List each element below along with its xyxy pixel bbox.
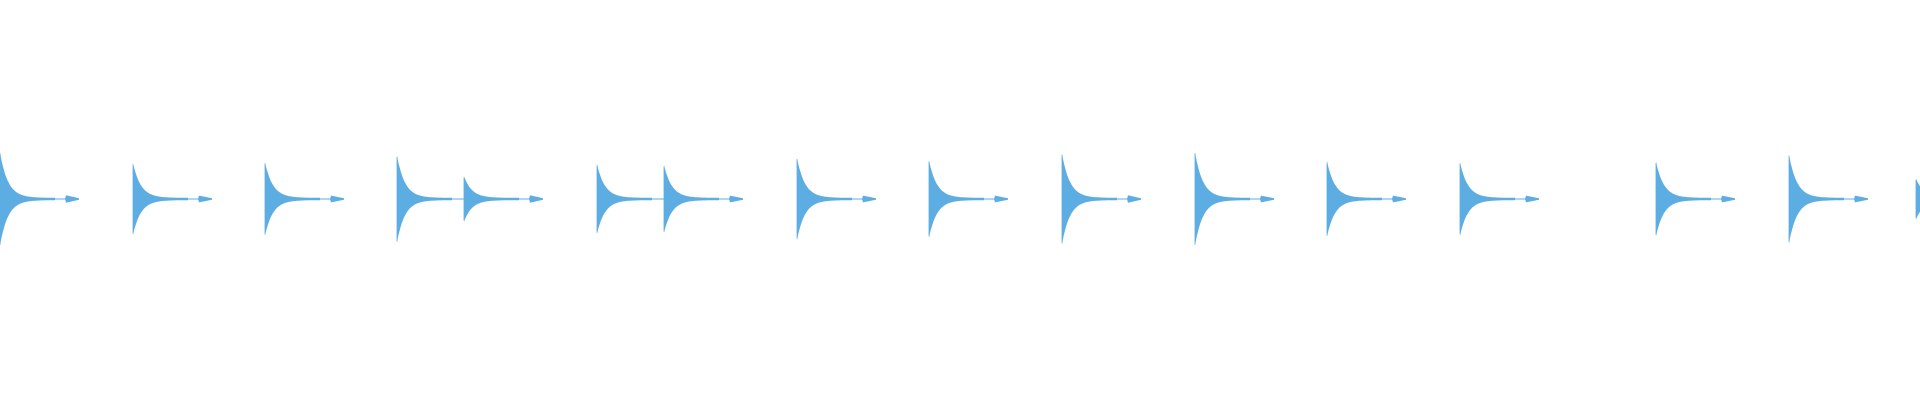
waveform-echo (862, 195, 876, 203)
waveform-echo (1392, 195, 1406, 203)
waveform-event (1326, 161, 1406, 237)
waveform-echo (529, 195, 543, 203)
waveform-transient (1916, 178, 1920, 220)
waveform-event (1655, 161, 1735, 237)
waveform-transient (929, 160, 984, 238)
waveform-transient (0, 152, 55, 246)
waveform-event (1915, 178, 1920, 220)
waveform-transient (1195, 152, 1250, 246)
waveform-transient (664, 165, 719, 233)
waveform-transient (597, 164, 652, 234)
waveform-transient (1062, 153, 1117, 245)
waveform-event (396, 155, 464, 243)
waveform-event (1194, 152, 1274, 246)
waveform-echo (65, 195, 79, 203)
waveform-echo (729, 195, 743, 203)
waveform-events (0, 152, 1920, 246)
waveform-event (663, 165, 743, 233)
waveform-echo (1260, 195, 1274, 203)
waveform-echo (1127, 195, 1141, 203)
waveform-event (264, 162, 344, 236)
waveform-echo (994, 195, 1008, 203)
waveform-transient (797, 158, 852, 240)
waveform-transient (133, 163, 188, 235)
waveform-echo (1854, 195, 1868, 203)
waveform-transient (464, 176, 519, 222)
waveform-transient (1460, 162, 1515, 236)
waveform-event (0, 152, 79, 246)
waveform-transient (1656, 161, 1711, 237)
waveform-echo (1721, 195, 1735, 203)
waveform-transient (1789, 154, 1844, 244)
waveform-transient (265, 162, 320, 236)
waveform-event (1788, 154, 1868, 244)
waveform-transient (397, 155, 452, 243)
waveform-echo (1525, 195, 1539, 203)
waveform-event (928, 160, 1008, 238)
waveform-event (596, 164, 664, 234)
waveform-echo (198, 195, 212, 203)
waveform-event (463, 176, 543, 222)
waveform-transient (1327, 161, 1382, 237)
waveform-event (796, 158, 876, 240)
waveform-event (132, 163, 212, 235)
waveform-event (1061, 153, 1141, 245)
waveform-event (1459, 162, 1539, 236)
waveform-echo (330, 195, 344, 203)
